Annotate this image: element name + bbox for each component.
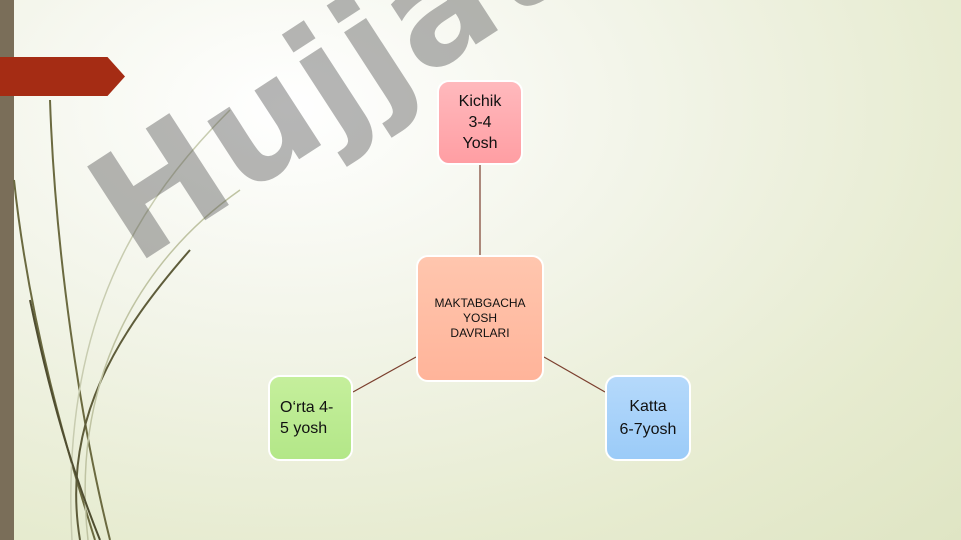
node-kichik-title: Kichik	[458, 93, 502, 110]
node-center-line-2: YOSH	[462, 311, 497, 325]
left-accent-bar	[0, 0, 14, 540]
node-katta-title: Katta	[629, 398, 667, 415]
section-arrow-tab	[0, 57, 125, 96]
node-katta-age: 6-7yosh	[619, 421, 677, 438]
node-center-line-3: DAVRLARI	[450, 326, 510, 340]
node-orta-line-1: O‘rta 4-	[280, 399, 334, 416]
node-orta: O‘rta 4- 5 yosh	[268, 375, 353, 461]
node-kichik: Kichik 3-4 Yosh	[437, 80, 523, 165]
connector-left	[352, 356, 417, 393]
connector-right	[543, 356, 606, 393]
node-center-line-1: MAKTABGACHA	[434, 296, 526, 310]
node-orta-line-2: 5 yosh	[280, 420, 328, 437]
node-center: MAKTABGACHA YOSH DAVRLARI	[416, 255, 544, 382]
node-katta: Katta 6-7yosh	[605, 375, 691, 461]
node-kichik-age: 3-4 Yosh	[462, 114, 498, 152]
